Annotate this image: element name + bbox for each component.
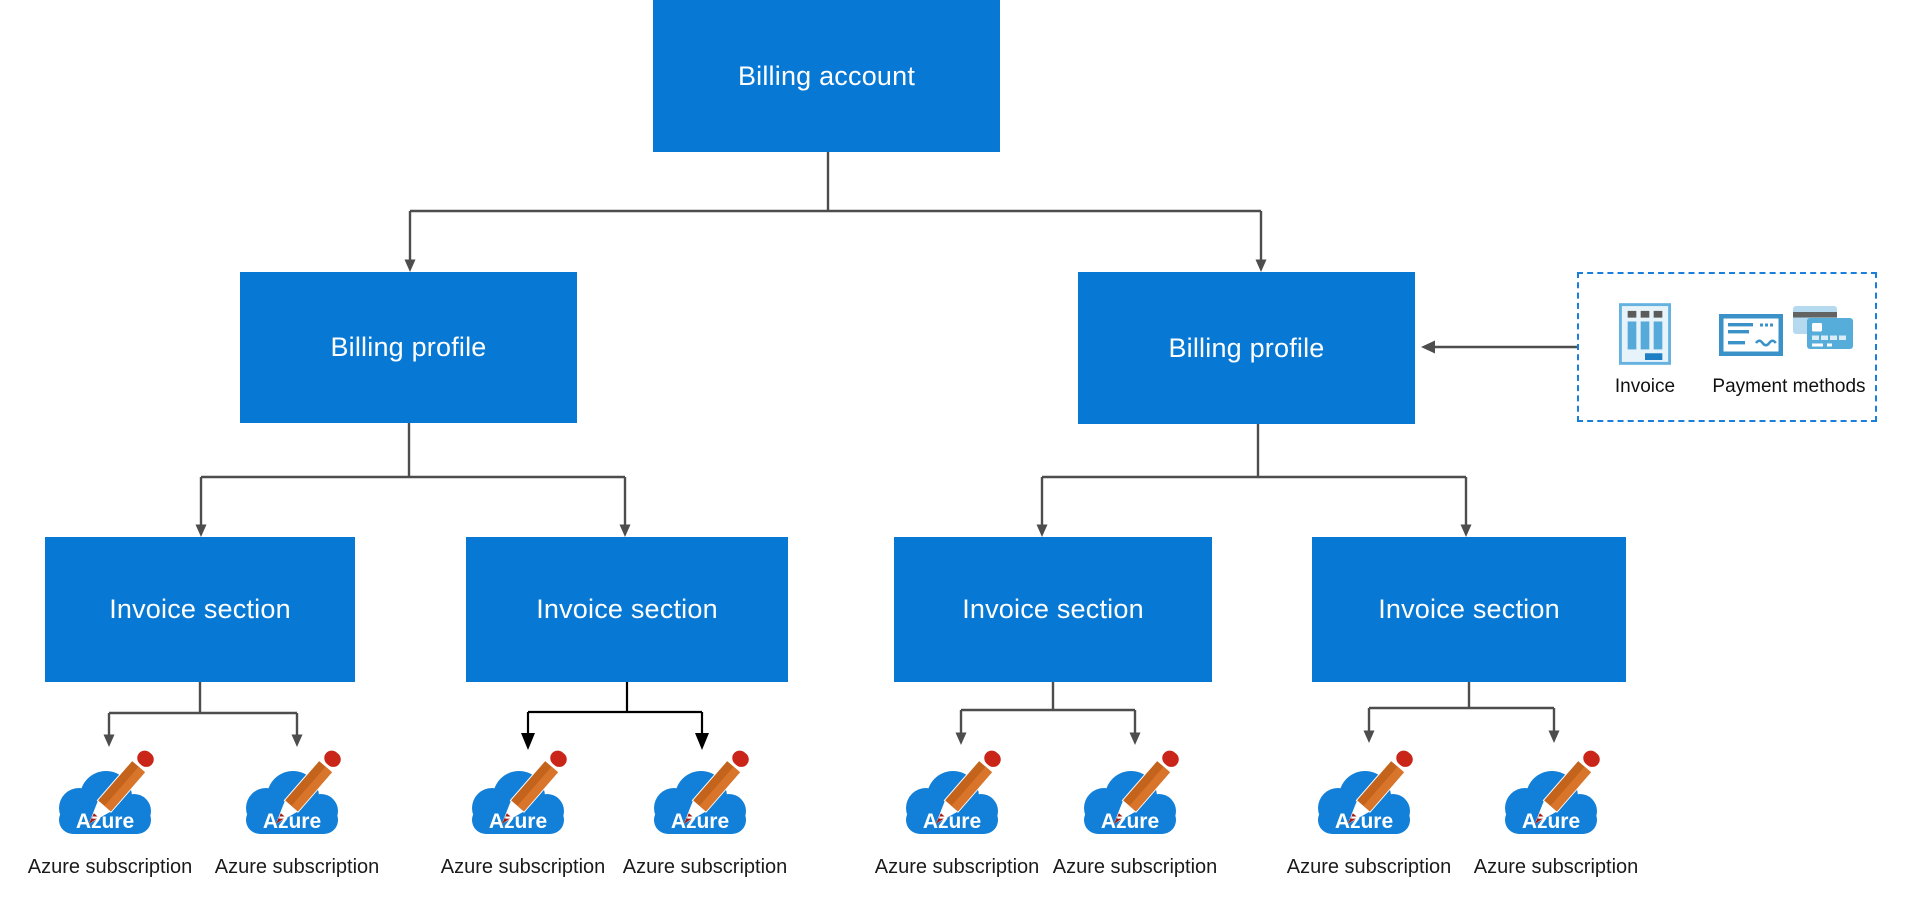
arrowheads-section1-tree: [103, 734, 303, 747]
subscription-label: Azure subscription: [1473, 856, 1639, 878]
invoice-section-node-2: Invoice section: [466, 537, 788, 682]
connector-profile2-to-sections: [1040, 424, 1468, 526]
svg-text:Azure: Azure: [671, 810, 729, 833]
svg-text:Azure: Azure: [76, 810, 134, 833]
connector-section2-to-subs: [526, 682, 704, 733]
arrowheads-account-tree: [404, 259, 1267, 272]
invoice-section-node-3: Invoice section: [894, 537, 1212, 682]
azure-cloud-pencil-icon: Azure: [239, 748, 355, 842]
invoice-section-label: Invoice section: [536, 594, 718, 624]
invoice-section-node-1: Invoice section: [45, 537, 355, 682]
arrowheads-section2-tree: [521, 733, 709, 750]
subscription-label: Azure subscription: [214, 856, 380, 878]
arrowheads-section3-tree: [955, 732, 1141, 745]
billing-profile-label: Billing profile: [330, 332, 487, 362]
invoice-document-icon: [1619, 303, 1671, 365]
connector-profile1-to-sections: [199, 423, 627, 526]
azure-cloud-pencil-icon: Azure: [647, 748, 763, 842]
billing-account-label: Billing account: [737, 60, 916, 91]
azure-cloud-pencil-icon: Azure: [899, 748, 1015, 842]
svg-text:Azure: Azure: [923, 810, 981, 833]
arrowheads-profile1-tree: [195, 524, 631, 537]
azure-cloud-pencil-icon: Azure: [465, 748, 581, 842]
svg-text:Azure: Azure: [1522, 810, 1580, 833]
azure-cloud-pencil-icon: Azure: [1311, 748, 1427, 842]
invoice-section-node-4: Invoice section: [1312, 537, 1626, 682]
legend-invoice-label: Invoice: [1614, 376, 1676, 397]
subscription-label: Azure subscription: [27, 856, 193, 878]
connector-section3-to-subs: [959, 682, 1137, 733]
subscription-label: Azure subscription: [622, 856, 788, 878]
connector-section4-to-subs: [1367, 682, 1556, 731]
legend-box: Invoice Payment methods: [1577, 272, 1877, 422]
invoice-section-label: Invoice section: [962, 594, 1144, 624]
connector-legend-to-profile2: [1421, 340, 1577, 354]
subscription-label: Azure subscription: [440, 856, 606, 878]
billing-profile-node-1: Billing profile: [240, 272, 577, 423]
invoice-section-label: Invoice section: [109, 594, 291, 624]
svg-text:Azure: Azure: [263, 810, 321, 833]
azure-cloud-pencil-icon: Azure: [1498, 748, 1614, 842]
invoice-section-label: Invoice section: [1378, 594, 1560, 624]
svg-text:Azure: Azure: [489, 810, 547, 833]
subscription-label: Azure subscription: [1052, 856, 1218, 878]
azure-cloud-pencil-icon: Azure: [1077, 748, 1193, 842]
arrowheads-profile2-tree: [1036, 524, 1472, 537]
connector-section1-to-subs: [107, 682, 299, 736]
arrowheads-section4-tree: [1363, 730, 1560, 743]
legend-payment-methods-label: Payment methods: [1712, 376, 1866, 397]
subscription-label: Azure subscription: [1286, 856, 1452, 878]
azure-cloud-pencil-icon: Azure: [52, 748, 168, 842]
billing-profile-label: Billing profile: [1168, 332, 1325, 363]
svg-text:Azure: Azure: [1335, 810, 1393, 833]
connector-account-to-profiles: [408, 152, 1263, 261]
subscription-label: Azure subscription: [874, 856, 1040, 878]
check-payment-icon: [1719, 314, 1783, 356]
credit-cards-icon: [1793, 306, 1853, 349]
billing-account-node: Billing account: [653, 0, 1000, 152]
billing-profile-node-2: Billing profile: [1078, 272, 1415, 424]
svg-text:Azure: Azure: [1101, 810, 1159, 833]
